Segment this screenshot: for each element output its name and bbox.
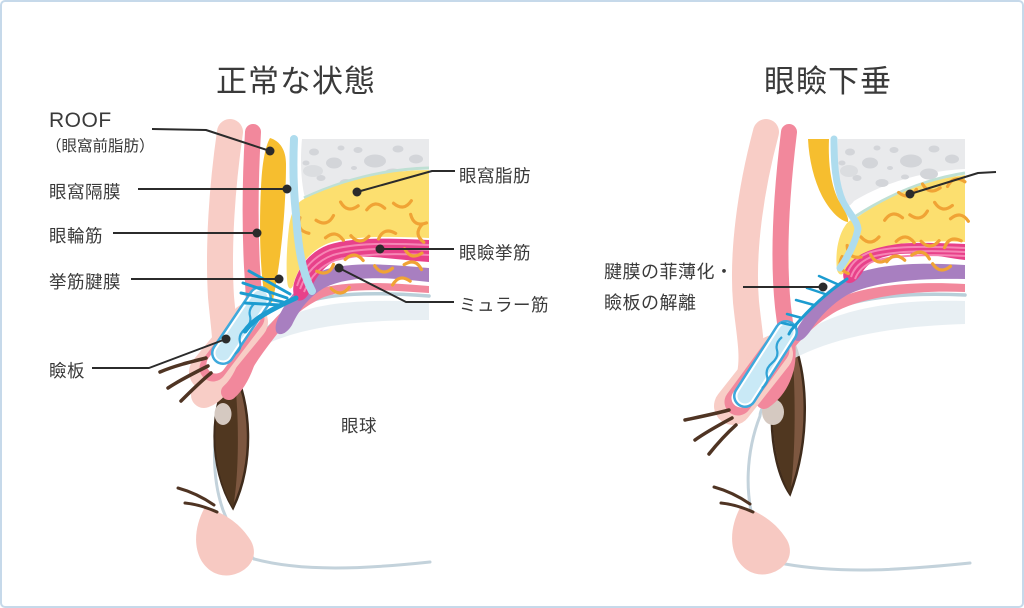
leader-orbital-fat (356, 170, 455, 193)
under-lid-shading (250, 300, 429, 352)
label-roof-jp: （眼窩前脂肪） (46, 138, 155, 155)
label-orbital-septum: 眼窩隔膜 (49, 182, 121, 202)
under-lid-shading (760, 300, 965, 380)
roof-fat-strip (260, 138, 286, 305)
orbital-septum (830, 135, 862, 272)
label-ptosis-note: 腱膜の菲薄化・ 瞼板の解離 (604, 257, 734, 319)
tarsal-plate (211, 286, 272, 365)
iris (213, 365, 250, 511)
title-normal: 正常な状態 (216, 64, 376, 99)
leader-dots (221, 146, 915, 344)
lower-lashes (176, 486, 219, 514)
muller-muscle (794, 263, 965, 341)
lower-lid (732, 506, 790, 575)
thinned-aponeurosis (780, 274, 849, 336)
orbicularis-muscle (756, 124, 797, 409)
leader-ptosis-fat (909, 171, 997, 195)
bone (837, 139, 965, 207)
lower-lid (196, 507, 254, 576)
iris-highlight (214, 403, 232, 425)
leader-roof (151, 128, 271, 152)
roof-fat-strip (808, 139, 849, 222)
upper-lashes (158, 356, 213, 403)
label-levator-muscle: 眼瞼挙筋 (459, 243, 531, 263)
label-tarsal-plate: 瞼板 (49, 361, 85, 381)
septum-top-line (855, 171, 966, 218)
orbital-fat (286, 170, 429, 296)
leader-muller-muscle (338, 267, 454, 303)
leader-tarsal-plate (92, 338, 227, 369)
label-orbital-fat: 眼窩脂肪 (459, 166, 531, 186)
illustration-ptosis (683, 119, 972, 575)
label-muller-muscle: ミュラー筋 (459, 295, 549, 315)
title-ptosis: 眼瞼下垂 (764, 64, 892, 99)
ptosis-note-line1: 腱膜の菲薄化・ (604, 262, 734, 282)
tarsal-plate (733, 320, 798, 408)
label-eyeball: 眼球 (341, 416, 377, 436)
leader-lines (92, 128, 997, 369)
tarsus-wave (761, 336, 783, 389)
orbital-septum (289, 135, 316, 295)
lower-lashes (712, 485, 755, 514)
orbital-fat (835, 175, 971, 277)
label-levator-aponeurosis: 挙筋腱膜 (49, 272, 121, 292)
upper-lashes (683, 408, 738, 456)
illustration-normal (158, 119, 432, 576)
septum-top-line (303, 166, 430, 200)
label-orbicularis: 眼輪筋 (49, 226, 103, 246)
levator-aponeurosis (239, 269, 299, 334)
ptosis-note-line2: 瞼板の解離 (604, 293, 697, 313)
label-roof-en: ROOF (49, 109, 112, 132)
